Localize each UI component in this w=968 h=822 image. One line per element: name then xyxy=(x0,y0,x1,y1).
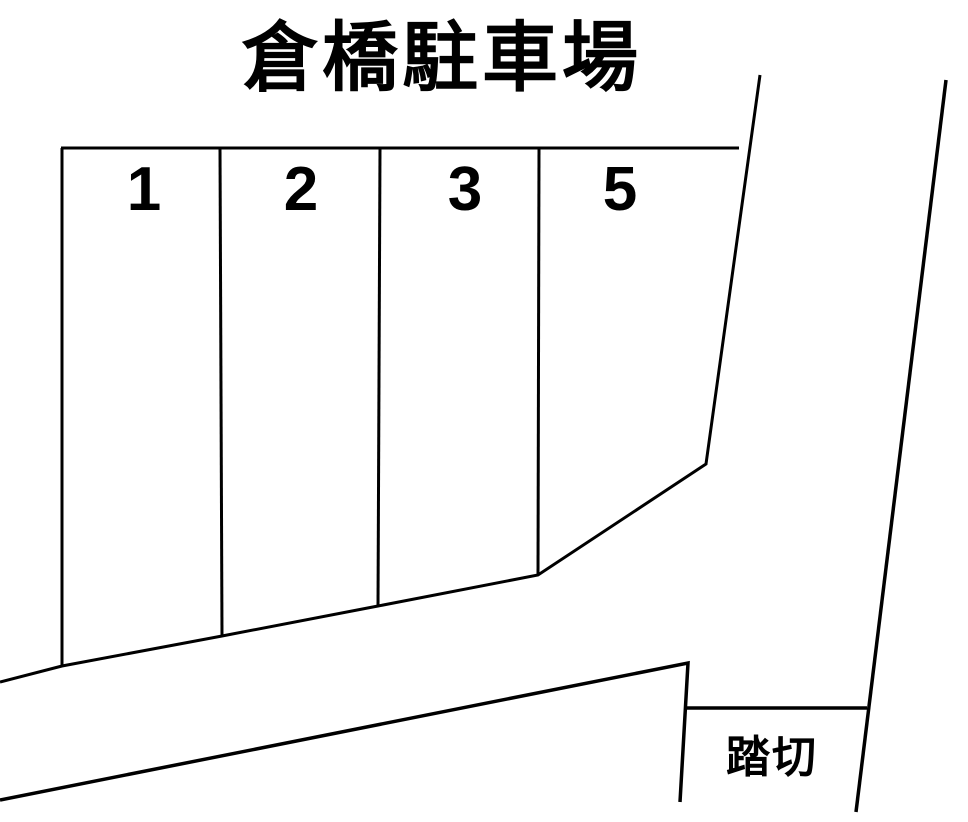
parking-space-5-label: 5 xyxy=(602,155,638,224)
map-title: 倉橋駐車場 xyxy=(242,13,642,102)
space-divider-3-5 xyxy=(536,147,541,576)
road-lower-edge xyxy=(0,660,690,803)
railroad-crossing-label: 踏切 xyxy=(726,732,818,783)
railway-line xyxy=(854,79,948,813)
space-divider-1-2 xyxy=(218,147,224,637)
parking-space-1-label: 1 xyxy=(126,155,162,224)
parking-space-3-label: 3 xyxy=(447,155,483,224)
parking-space-2-label: 2 xyxy=(283,155,319,224)
lot-lower-boundary xyxy=(0,74,762,684)
space-divider-2-3 xyxy=(376,147,382,607)
